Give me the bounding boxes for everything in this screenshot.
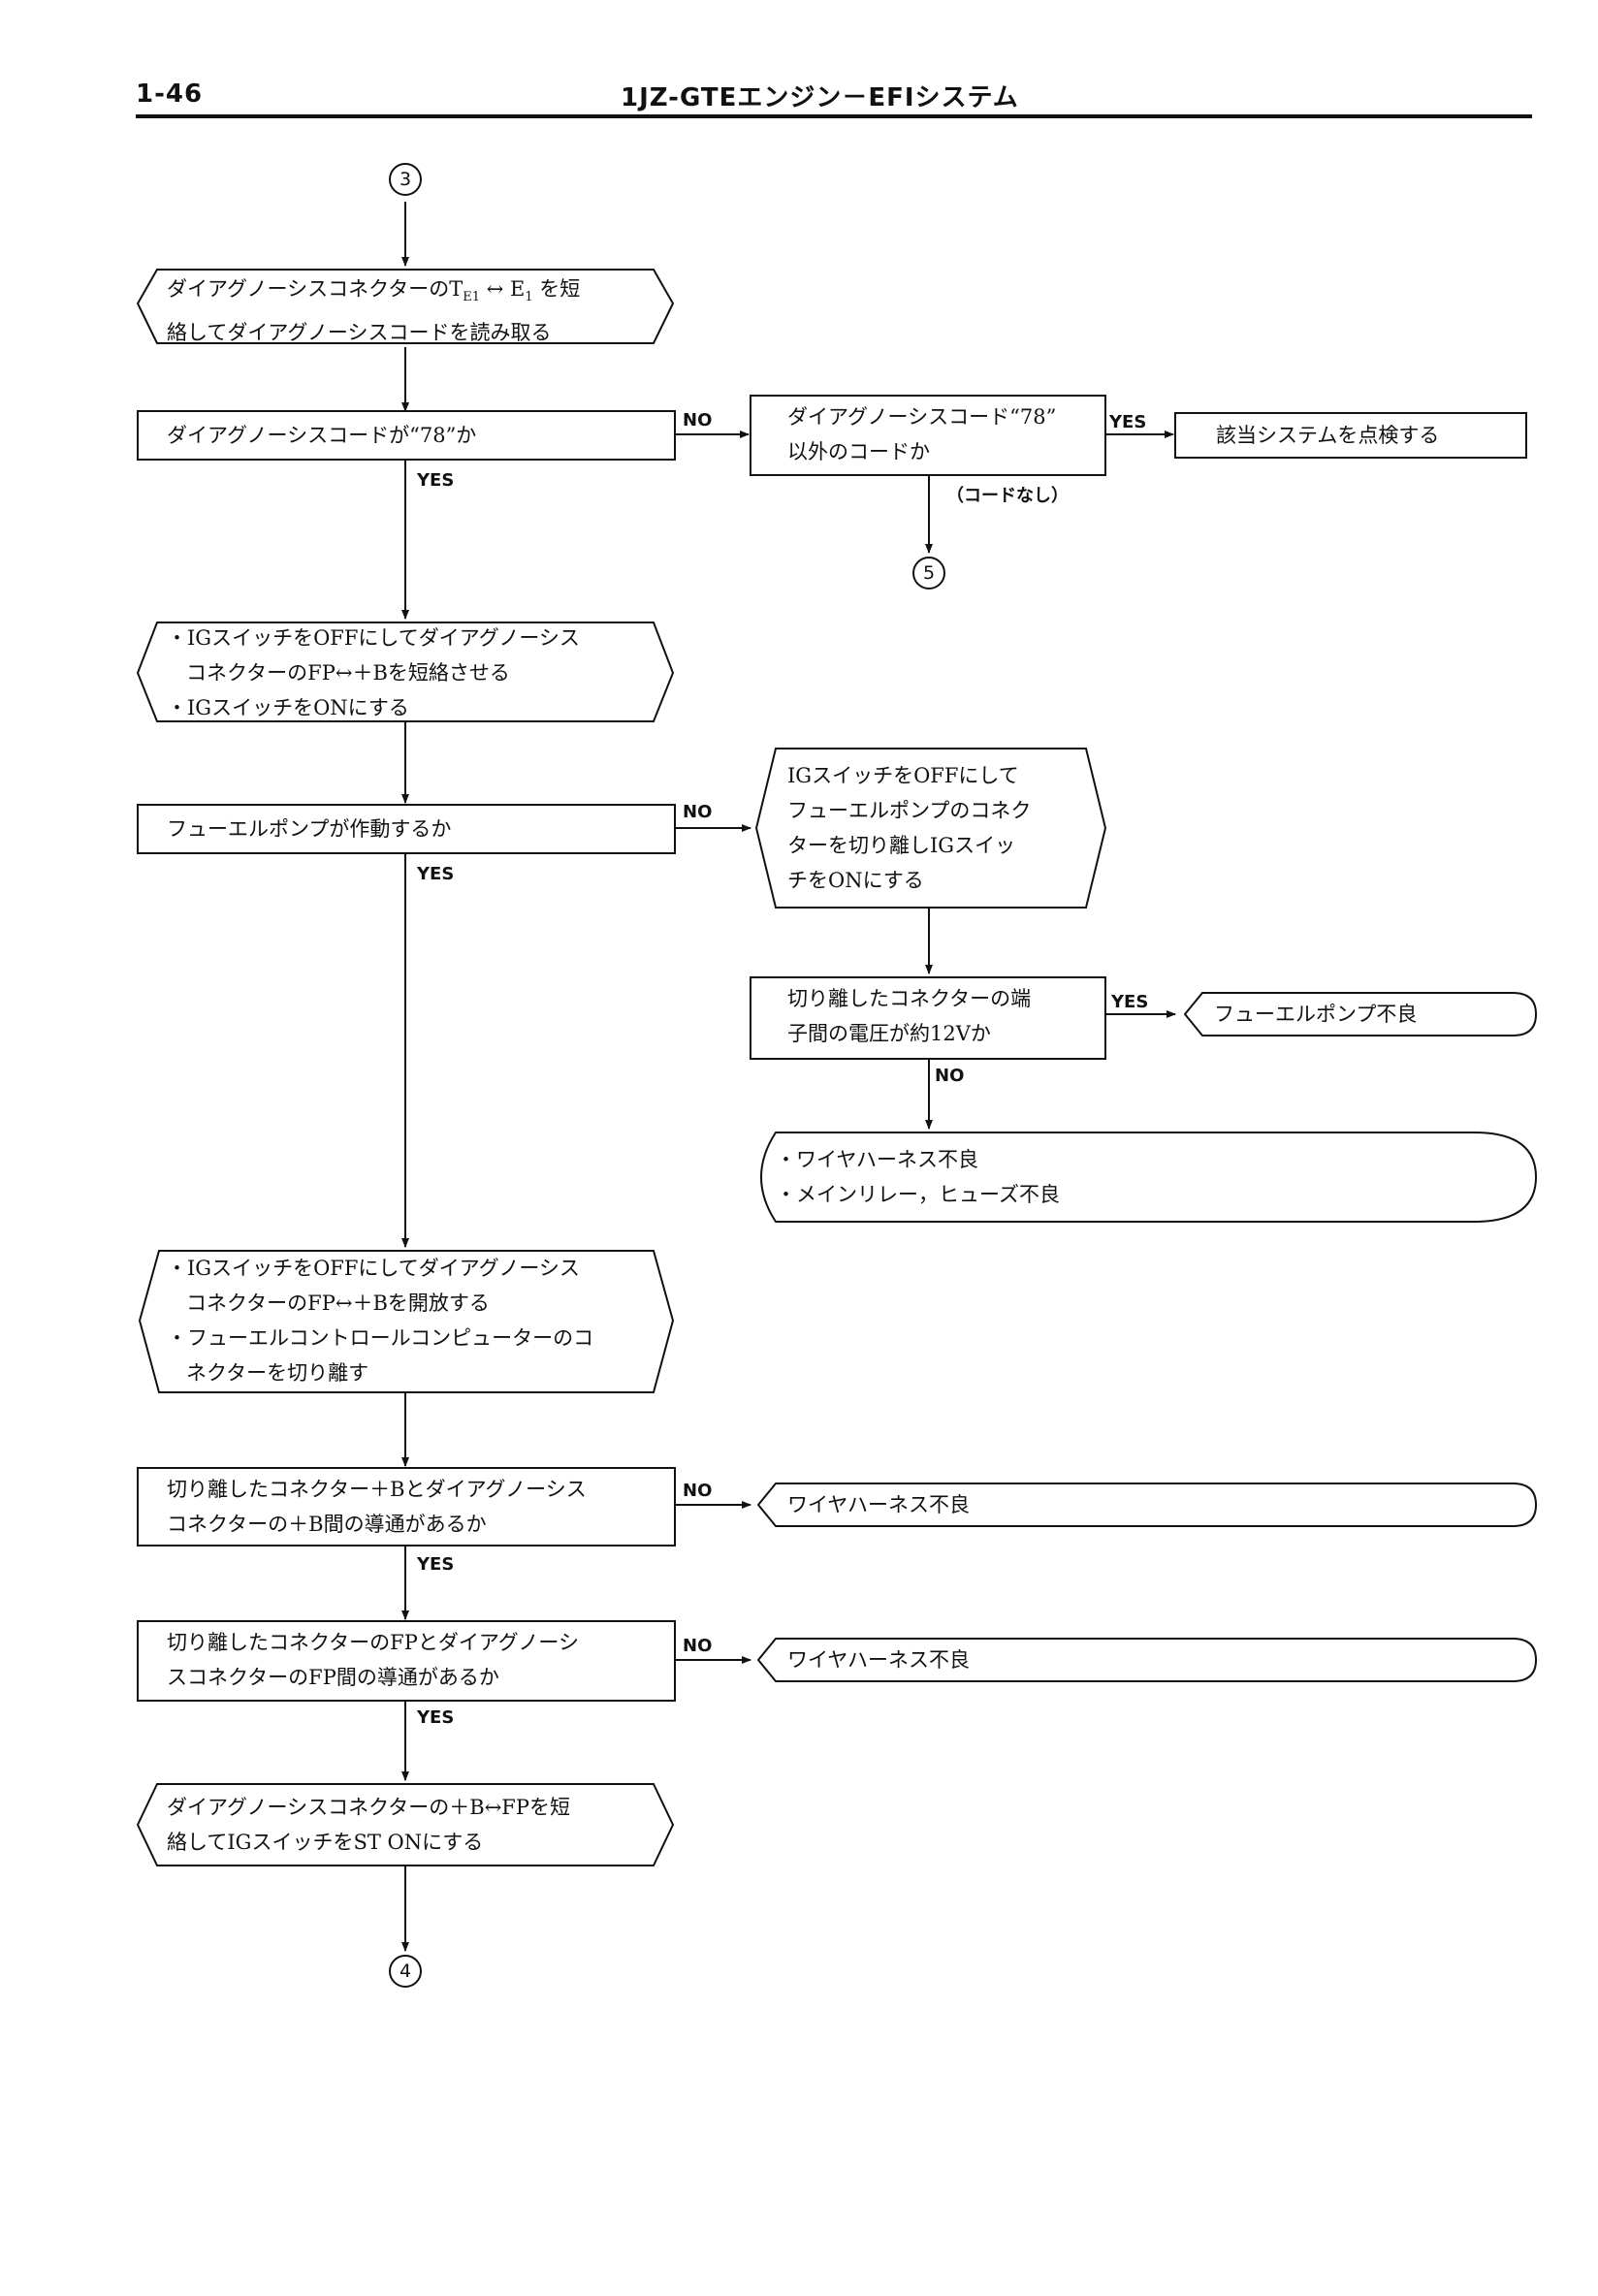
- q2b-no-terminal: [760, 1132, 1538, 1223]
- q1b-yes-result: 該当システムを点検する: [1216, 424, 1440, 447]
- s2b-box: [754, 748, 1107, 909]
- q3-text: 切り離したコネクター＋Bとダイアグノーシス コネクターの＋B間の導通があるか: [167, 1478, 587, 1536]
- q4-no-result: ワイヤハーネス不良: [787, 1648, 970, 1672]
- page-title: 1JZ-GTEエンジン－EFIシステム: [621, 83, 1019, 112]
- q4-no-label: NO: [683, 1636, 713, 1656]
- q2b-box: [750, 976, 1106, 1060]
- s4-text: ダイアグノーシスコネクターの＋B↔FPを短 絡してIGスイッチをST ONにする: [167, 1796, 570, 1854]
- s2-text: ・IGスイッチをOFFにしてダイアグノーシス コネクターのFP↔＋Bを短絡させる…: [167, 626, 580, 719]
- q2b-no-result: ・ワイヤハーネス不良 ・メインリレー，ヒューズ不良: [776, 1148, 1060, 1206]
- q1-text: ダイアグノーシスコードが“78”か: [167, 424, 477, 447]
- s4-box: [136, 1783, 675, 1866]
- q2-no-label: NO: [683, 802, 713, 822]
- s1-box: [136, 269, 675, 344]
- q2b-no-label: NO: [935, 1066, 965, 1086]
- q1-yes-label: YES: [417, 470, 455, 491]
- q4-text: 切り離したコネクターのFPとダイアグノーシ スコネクターのFP間の導通があるか: [167, 1631, 579, 1689]
- s2b-text: IGスイッチをOFFにして フューエルポンプのコネク ターを切り離しIGスイッ …: [787, 764, 1032, 892]
- q2-box: [137, 804, 676, 854]
- q2b-yes-label: YES: [1111, 992, 1149, 1012]
- connector-start: 3: [389, 163, 422, 196]
- q2-yes-label: YES: [417, 864, 455, 884]
- q4-no-terminal: [756, 1638, 1538, 1682]
- s1-text: ダイアグノーシスコネクターのTE1 ↔ E1 を短 絡してダイアグノーシスコード…: [167, 277, 581, 345]
- s3-box: [138, 1250, 675, 1393]
- q1-box: [137, 410, 676, 461]
- q2b-yes-terminal: [1183, 992, 1538, 1036]
- q1b-no-note: （コードなし）: [946, 486, 1069, 506]
- q4-box: [137, 1620, 676, 1702]
- q4-yes-label: YES: [417, 1707, 455, 1728]
- connector-exit: 5: [912, 557, 945, 590]
- s3-text: ・IGスイッチをOFFにしてダイアグノーシス コネクターのFP↔＋Bを開放する …: [167, 1257, 594, 1385]
- q3-no-label: NO: [683, 1481, 713, 1501]
- connector-end: 4: [389, 1955, 422, 1988]
- page-number: 1-46: [136, 80, 204, 109]
- s2-box: [136, 622, 675, 722]
- q3-no-result: ワイヤハーネス不良: [787, 1493, 970, 1516]
- header-rule: [136, 114, 1532, 118]
- q2-text: フューエルポンプが作動するか: [167, 817, 452, 841]
- q1b-yes-box: [1174, 412, 1527, 459]
- q1b-text: ダイアグノーシスコード“78” 以外のコードか: [787, 405, 1057, 463]
- q2b-text: 切り離したコネクターの端 子間の電圧が約12Vか: [787, 987, 1032, 1045]
- q3-box: [137, 1467, 676, 1547]
- q1b-yes-label: YES: [1109, 412, 1147, 432]
- q1-no-label: NO: [683, 410, 713, 430]
- q2b-yes-result: フューエルポンプ不良: [1214, 1003, 1418, 1026]
- q3-no-terminal: [756, 1483, 1538, 1527]
- q3-yes-label: YES: [417, 1554, 455, 1575]
- q1b-box: [750, 395, 1106, 476]
